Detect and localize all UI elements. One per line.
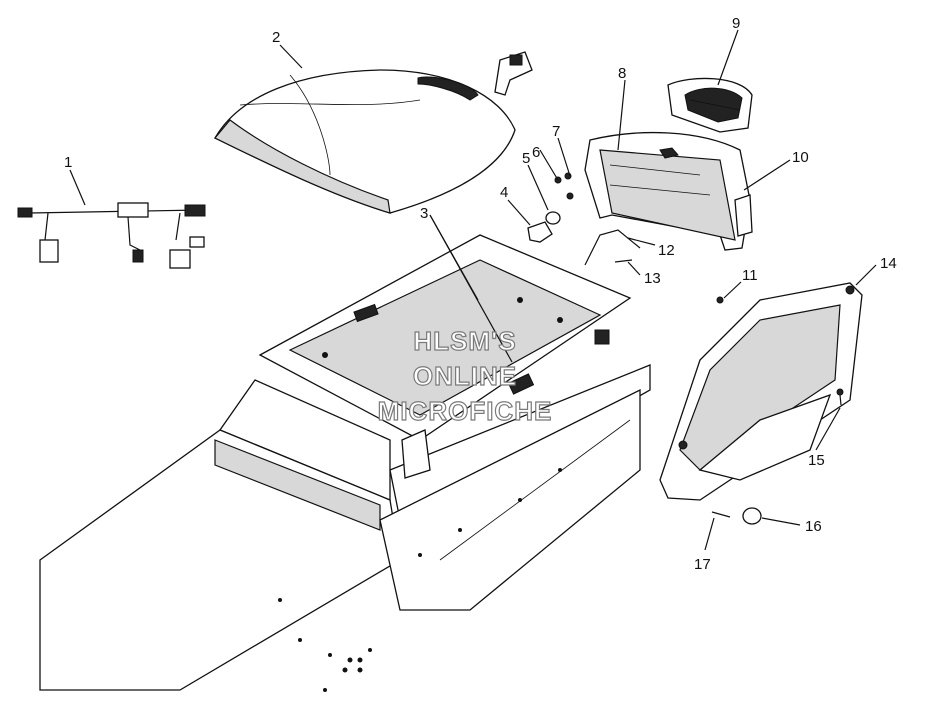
callout-7: 7 (552, 123, 560, 140)
callout-11: 11 (742, 267, 758, 284)
part-14-side-panel (659, 282, 863, 501)
part-9-tail-light (667, 77, 753, 133)
callout-labels: 1 2 3 4 5 6 7 8 9 10 11 12 13 14 15 16 1… (64, 15, 897, 573)
callout-15: 15 (808, 452, 825, 469)
part-12-rod (584, 229, 641, 266)
part-16-grommet (742, 507, 762, 525)
part-15-screw (836, 388, 844, 406)
watermark-line-3: MICROFICHE (378, 396, 553, 426)
part-11-screw (716, 296, 724, 304)
part-17-screw (711, 511, 731, 518)
part-7-screw (564, 172, 574, 200)
callout-13: 13 (644, 270, 661, 287)
callout-2: 2 (272, 29, 280, 46)
part-13-fastener (614, 259, 633, 263)
callout-16: 16 (805, 518, 822, 535)
callout-3: 3 (420, 205, 428, 222)
part-1-wiring-harness (17, 202, 206, 269)
callout-8: 8 (618, 65, 626, 82)
part-5-grommet (545, 211, 561, 225)
callout-12: 12 (658, 242, 675, 259)
callout-6: 6 (532, 144, 540, 161)
callout-17: 17 (694, 556, 711, 573)
part-4-clip (527, 221, 553, 243)
watermark-line-2: ONLINE (413, 361, 517, 391)
leader-lines (69, 29, 877, 551)
callout-5: 5 (522, 150, 530, 167)
callout-4: 4 (500, 184, 508, 201)
watermark: HLSM'S ONLINE MICROFICHE (377, 325, 553, 426)
watermark-line-1: HLSM'S (413, 326, 516, 356)
callout-10: 10 (792, 149, 809, 166)
part-2-rear-cover (214, 69, 516, 214)
callout-1: 1 (64, 154, 72, 171)
callout-9: 9 (732, 15, 740, 32)
part-10-storage-box (584, 131, 753, 251)
callout-14: 14 (880, 255, 897, 272)
bracket-part (494, 51, 533, 96)
part-3-chassis-tunnel (39, 234, 651, 692)
